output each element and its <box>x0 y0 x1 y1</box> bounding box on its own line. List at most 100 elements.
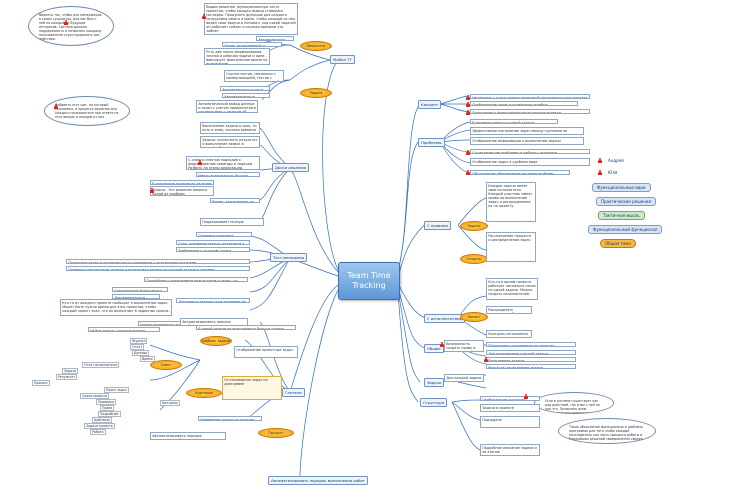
ellipse-node-8[interactable]: Совет <box>150 360 182 370</box>
leaf-node-7[interactable]: Результат <box>56 374 78 380</box>
node-task-7[interactable]: Стандартный функционал для управления <box>112 287 168 292</box>
node-task-8[interactable]: Документальные проекты <box>112 294 160 299</box>
leaf-node-6[interactable]: Задача <box>62 368 78 374</box>
node-mobile-7[interactable]: Автоматически в системе данных <box>222 93 270 98</box>
node-structure-4[interactable]: Подробное описание задачи и ее этапов <box>480 444 540 456</box>
node-problem-5[interactable]: Отображение задач в удобном виде <box>470 158 590 166</box>
leaf-node-3[interactable]: Данные <box>132 350 150 356</box>
node-common-5[interactable]: Результат выполнения задачи <box>486 364 576 369</box>
topic-bottom[interactable]: Автоматизировать порядок выполнения рабо… <box>268 476 368 485</box>
ellipse-node-4[interactable]: Создать <box>460 254 488 264</box>
node-gantt-3[interactable]: Отслеживание задач на диаграмме <box>222 376 282 400</box>
node-mobile-2[interactable]: Автоматически, по нашему отчету <box>256 36 294 41</box>
ellipse-node-2[interactable]: Задача <box>300 88 332 98</box>
node-rights-2[interactable]: Рассмотрение процесса и распределения за… <box>486 232 536 262</box>
node-dashboard-8[interactable]: Поддерживает полную интеграцию со всеми … <box>200 218 264 226</box>
node-roles-1[interactable]: Кто-то в одном проекте работает нескольк… <box>486 278 538 300</box>
topic-dashboard[interactable]: Доски решения <box>272 163 310 172</box>
node-problem-6[interactable]: Обсуждение: обеспечение решения проблем <box>470 170 570 175</box>
node-problem-1[interactable]: В решении одного и одной задачи <box>470 119 558 124</box>
node-gantt-1[interactable]: Автоматизировать процесс отображения зад… <box>180 318 248 326</box>
node-common-2[interactable]: Приоритеты исполнения по задачам <box>486 342 576 347</box>
topic-with-rights[interactable]: С правами <box>424 221 451 230</box>
ellipse-node-9[interactable]: Продукт <box>258 428 294 438</box>
person-icon <box>466 102 470 107</box>
node-concept-1[interactable]: Не решено с точки зрения проектной орган… <box>470 94 590 99</box>
leaf-node-4[interactable]: Время <box>140 356 155 362</box>
node-bottom-1[interactable]: Автоматизировать порядок выполнения рабо… <box>150 432 226 440</box>
topic-tasks-right[interactable]: Задачи <box>424 378 445 387</box>
node-reports-1[interactable]: Автоматический вывод данных и задач с уч… <box>196 100 258 113</box>
leaf-node-14[interactable]: Шаблоны <box>92 417 112 423</box>
node-problem-2[interactable]: Эффективное построение задач между групп… <box>470 127 584 135</box>
central-topic[interactable]: Team Time Tracking <box>338 262 400 300</box>
topic-gantt-left[interactable]: Гантели <box>282 388 305 397</box>
topic-common[interactable]: Общие <box>424 344 444 353</box>
node-task-10[interactable]: Кто-то из каждого проекта сообщает о вып… <box>60 299 172 316</box>
leaf-node-1[interactable]: Журнал <box>130 338 148 344</box>
node-structure-3[interactable]: Подзадачи <box>480 416 540 428</box>
node-task-4[interactable]: Приоритет задач в организации по сравнен… <box>66 259 250 264</box>
callout-text: Видится так, чтобы для менеджеров в сами… <box>39 13 102 41</box>
node-dashboard-1[interactable]: Выполнение задачи в срок, то есть я знаю… <box>200 122 260 134</box>
node-mobile-6[interactable]: Автоматически и как в задачах <box>220 86 270 91</box>
node-rights-1[interactable]: Каждая задача имеет свои исполнителя. Ка… <box>486 182 536 222</box>
node-dashboard-4[interactable]: Иметь возможность быстро переключиться. <box>196 172 260 177</box>
leaf-node-16[interactable]: Работа <box>90 429 106 435</box>
node-task-12[interactable]: Найти задачу, которую можно отнести к вы… <box>88 327 160 332</box>
ellipse-node-3[interactable]: Задачи <box>460 221 488 231</box>
node-mobile-5[interactable]: Группа тестов, связанных с коммуникацией… <box>224 70 284 82</box>
node-roles-2[interactable]: Распределять исполнителей <box>486 306 532 314</box>
leaf-node-17[interactable]: Контроль <box>160 400 181 406</box>
node-task-6[interactable]: Подробнее о содержимом результатов и зад… <box>144 277 248 282</box>
node-structure-2[interactable]: Задачи в проекте <box>480 404 540 412</box>
ellipse-node-6[interactable]: Шаблон задачи <box>200 336 232 346</box>
leaf-node-11[interactable]: Проверка <box>96 399 117 405</box>
topic-tasks[interactable]: Тест-менеджер <box>270 253 308 262</box>
node-mobile-4[interactable]: Есть две папки формирования: личная и ра… <box>204 48 270 65</box>
leaf-node-5[interactable]: Отчет исполнителя <box>82 362 119 368</box>
node-common-1[interactable]: Возможность создать прямо в системе новы… <box>444 340 484 352</box>
node-common-3[interactable]: Для исполнителя каждой задачи <box>486 350 576 355</box>
node-task-1[interactable]: Основное описание существующих проектов <box>196 232 252 237</box>
node-gantt-2[interactable]: Отображение проектных задач <box>234 346 298 358</box>
callout-cloud-1: Видится так, чтобы для менеджеров в сами… <box>28 6 114 46</box>
node-concept-3[interactable]: Отношение к функциональности внутри прое… <box>470 109 590 114</box>
person-icon <box>198 160 202 165</box>
node-task-5[interactable]: Проверка результатов: оценка и подготовк… <box>66 266 250 271</box>
topic-problems[interactable]: Проблемы <box>418 138 445 147</box>
node-dashboard-5[interactable]: В просмотре отчетов по задачам - Задача … <box>150 180 214 185</box>
node-problem-3[interactable]: Отображение информации о выполнении зада… <box>470 137 584 145</box>
ellipse-node-1[interactable]: Запросить <box>300 41 332 51</box>
node-common-4[interactable]: Выполнение задачи <box>486 357 576 362</box>
ellipse-node-5[interactable]: Проект <box>460 312 488 322</box>
topic-concept[interactable]: Концепт <box>418 100 442 109</box>
node-mobile-1[interactable]: Видим решение, функциональную часть прое… <box>204 3 298 35</box>
node-task-3[interactable]: Требования к задачам: сроки, ресурсы, ис… <box>176 247 250 252</box>
node-common-6[interactable]: Для каждой задачи выделено время <box>444 374 484 382</box>
node-gantt-4[interactable]: Изменение сроков по задачам <box>198 416 262 421</box>
topic-roles[interactable]: С исполнителями <box>424 314 466 323</box>
node-problem-4[interactable]: Существующие проблемы в работе с задачам… <box>470 149 590 154</box>
central-topic-line1: Team Time <box>347 271 391 280</box>
leaf-node-9[interactable]: Поиск задач <box>104 387 129 393</box>
leaf-node-10[interactable]: Сроки проекта <box>80 393 109 399</box>
leaf-node-12[interactable]: Права <box>100 405 115 411</box>
ellipse-node-7[interactable]: Критерии <box>186 388 222 398</box>
leaf-node-2[interactable]: Отчет <box>130 344 145 350</box>
node-dashboard-6[interactable]: Задача - Это решение вопроса одной из пр… <box>150 186 214 196</box>
leaf-node-8[interactable]: Процесс <box>32 380 51 386</box>
node-dashboard-7[interactable]: Время, затраченное на задачу <box>210 198 260 203</box>
node-concept-2[interactable]: Отображение задач в отдельном столбце <box>470 101 578 106</box>
node-task-9[interactable]: Доступно в задачах и на хранение по данн… <box>176 298 250 303</box>
topic-structure[interactable]: Структура <box>420 398 448 407</box>
node-task-2[interactable]: Срок, основные задачи, подзадачи и связа… <box>176 240 250 245</box>
node-roles-3[interactable]: Контроль исполнения <box>486 330 532 338</box>
leaf-node-13[interactable]: Подробнее <box>98 411 121 417</box>
node-structure-1[interactable]: Отображение структуры проекта <box>480 396 540 401</box>
node-dashboard-2[interactable]: Задача: посмотреть результат и выполнени… <box>200 136 260 148</box>
topic-mobile[interactable]: Мобил ТТ <box>330 55 355 64</box>
node-dashboard-3[interactable]: С самого спектра подходов к формированию… <box>186 156 260 170</box>
leaf-node-15[interactable]: Задача проекта <box>84 423 115 429</box>
node-mobile-3[interactable]: Отчет, вычисленный и выведенный на экран <box>222 42 282 47</box>
